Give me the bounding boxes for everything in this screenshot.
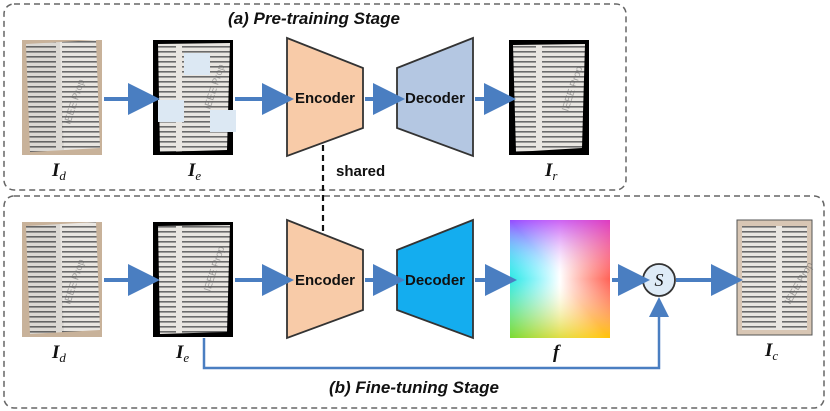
encoder-label-bottom: Encoder — [295, 272, 355, 289]
enhanced-document-image-bottom: IEEE Prop — [153, 222, 233, 337]
encoder-block-top — [286, 36, 364, 158]
encoder-label-top: Encoder — [295, 90, 355, 107]
encoder-block-bottom — [286, 218, 364, 340]
distorted-document-image-bottom: IEEE Prop — [22, 222, 102, 337]
shared-label: shared — [336, 163, 385, 180]
sampling-symbol: S — [655, 270, 664, 290]
var-label-flow: f — [553, 342, 561, 363]
finetuning-stage-box — [3, 195, 825, 409]
var-label-top-masked: Ie — [187, 160, 201, 183]
var-label-corrected: Ic — [764, 340, 778, 363]
finetuning-stage-title: (b) Fine-tuning Stage — [329, 378, 499, 397]
decoder-label-top: Decoder — [405, 90, 465, 107]
skip-connection-arrow — [202, 297, 669, 370]
reconstructed-document-image: IEEE Prop — [509, 40, 589, 155]
pretraining-stage-box — [3, 3, 627, 191]
masked-document-image-top: IEEE Prop — [153, 40, 236, 155]
var-label-reconstructed: Ir — [544, 160, 558, 183]
mask-patch — [184, 53, 210, 75]
flow-field-image — [510, 220, 610, 338]
var-label-bottom-input: Id — [51, 342, 66, 365]
pretraining-stage-title: (a) Pre-training Stage — [228, 9, 400, 28]
distorted-document-image-top: IEEE Prop — [22, 40, 102, 155]
decoder-label-bottom: Decoder — [405, 272, 465, 289]
mask-patch — [210, 110, 236, 132]
mask-patch — [158, 100, 184, 122]
var-label-top-input: Id — [51, 160, 66, 183]
var-label-bottom-enhanced: Ie — [175, 342, 189, 365]
corrected-document-image: IEEE Prop — [736, 219, 816, 336]
